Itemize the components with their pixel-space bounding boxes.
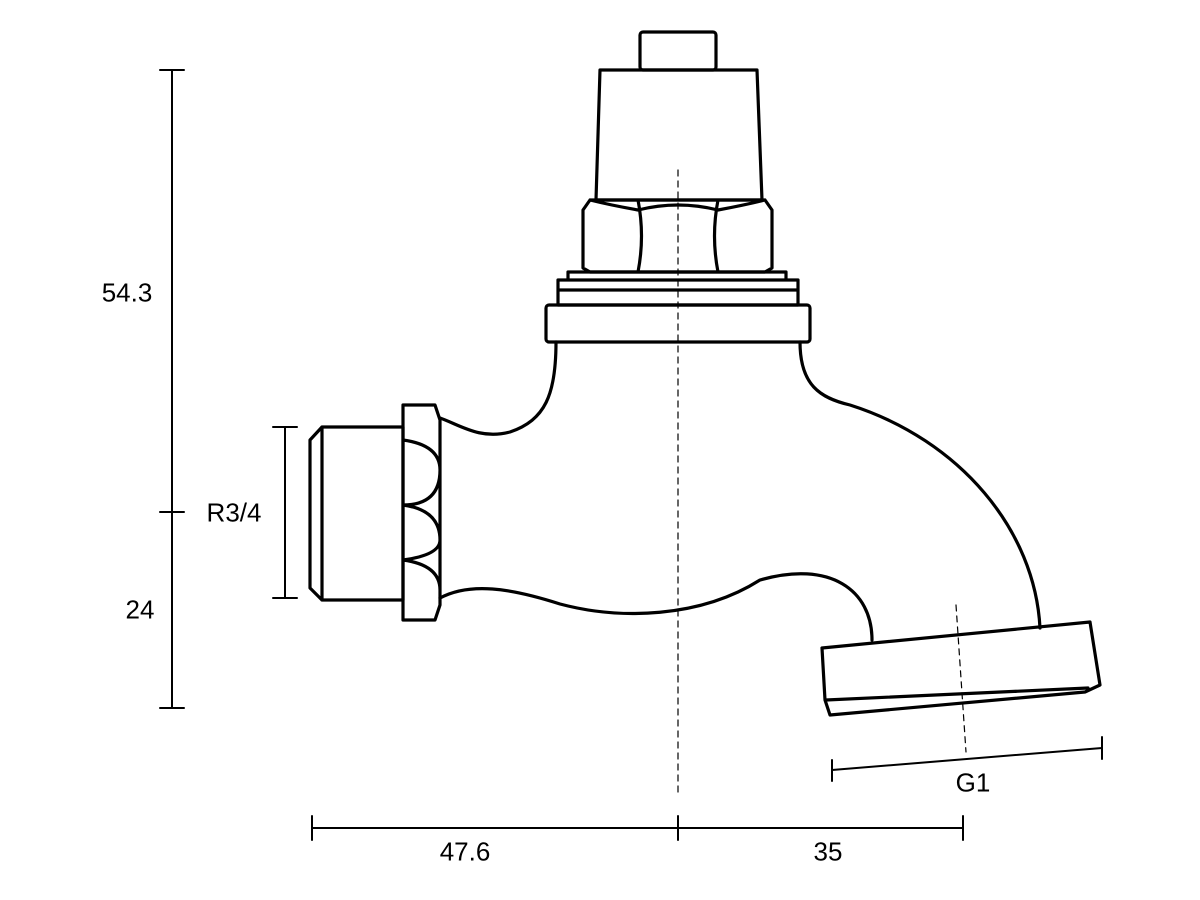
flange — [544, 303, 812, 344]
right-length-label: 35 — [813, 836, 843, 867]
inlet-dimension-line — [272, 426, 298, 599]
inlet-thread — [308, 425, 405, 602]
dimension-lines — [159, 69, 1103, 841]
headwork — [594, 68, 764, 202]
inlet-thread-label: R3/4 — [206, 497, 262, 528]
outlet-nut — [820, 620, 1102, 717]
left-length-label: 47.6 — [439, 836, 491, 867]
horizontal-dimension-line — [311, 815, 964, 841]
center-lines — [677, 169, 967, 796]
body-outline — [438, 340, 1042, 642]
spindle-cap — [638, 30, 718, 72]
lower-height-label: 24 — [125, 594, 155, 625]
outlet-dimension-line — [831, 736, 1103, 782]
tap-body — [308, 30, 1102, 717]
overall-height-label: 54.3 — [101, 277, 153, 308]
outlet-thread-label: G1 — [955, 767, 991, 798]
inlet-nut — [401, 403, 442, 622]
vertical-dimension-line — [159, 69, 185, 709]
collar-ring — [556, 270, 800, 307]
